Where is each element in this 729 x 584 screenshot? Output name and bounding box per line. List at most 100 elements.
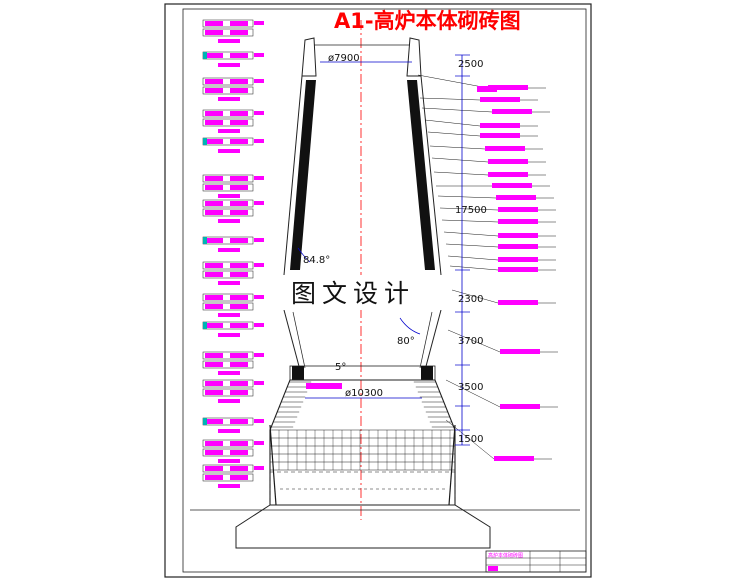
drawing-title: A1-高炉本体砌砖图 [334,9,521,33]
legend-swatch [230,441,248,446]
callout-leader [427,131,481,137]
legend-box [202,379,254,388]
height-label: 3700 [458,336,483,347]
hearth-brickwork [269,381,456,506]
legend-swatch [230,53,248,58]
callout-leader [439,207,499,211]
callout-label-bar [494,456,534,461]
legend-entry [202,137,264,153]
legend-entry [202,321,264,337]
callout [443,231,556,238]
hearth-bottom-layer [269,471,456,506]
legend-swatch [205,295,223,300]
callout-leader [417,74,489,89]
callout [433,171,546,177]
watermark-band [284,275,441,310]
legend-entry [202,51,264,67]
legend-swatch [230,466,248,471]
legend-box [202,270,254,279]
legend-tag [254,353,264,357]
legend-caption-bar [218,97,240,101]
legend-swatch [230,30,248,35]
legend-box [202,19,254,28]
callout-label-bar [488,159,528,164]
tuyere-band [289,365,436,381]
legend-box [202,208,254,217]
callout-leader [437,195,497,199]
watermark-text: 图文设计 [291,279,415,308]
legend-caption-bar [218,333,240,337]
callout-label-bar [480,97,520,102]
foundation [235,504,491,549]
legend-accent [203,138,207,145]
legend-box [202,464,254,473]
legend-caption-bar [218,194,240,198]
legend-box [202,174,254,183]
legend-box [202,388,254,397]
callout-label-bar [498,207,538,212]
legend-box [202,439,254,448]
legend-swatch [230,238,248,243]
bosh-angle-label: 80° [397,336,415,347]
legend-box [202,28,254,37]
bosh-left-inner [292,311,306,369]
callout-leader [431,157,489,163]
title-block-frame [485,550,587,573]
legend-swatch [205,111,223,116]
callout [417,74,546,90]
legend-swatch [205,88,223,93]
callout [447,255,556,262]
legend-box [202,199,254,208]
legend-tag [254,201,264,205]
tuyere-right [421,366,433,380]
legend-entry [202,199,264,223]
legend-swatch [205,79,223,84]
legend-swatch [230,263,248,268]
legend-swatch [205,475,223,480]
callout-leader [429,145,486,150]
legend-box [202,302,254,311]
legend-caption-bar [218,39,240,43]
callout [424,119,538,128]
legend-caption-bar [218,219,240,223]
legend-swatch [230,450,248,455]
legend-entry [202,236,264,252]
tuyere-angle-label: 5° [335,362,346,373]
legend-swatch [230,185,248,190]
legend-swatch [230,201,248,206]
callout [447,329,558,354]
height-label: 3500 [458,382,483,393]
callout [441,219,556,224]
legend-swatch [205,21,223,26]
callout-label-bar [488,172,528,177]
legend-tag [254,111,264,115]
callout-label-bar [498,300,538,305]
legend-accent [203,237,207,244]
callout [436,183,550,188]
callout [445,243,556,249]
callout-leader [419,97,481,101]
callout-label-bar [500,404,540,409]
legend-caption-bar [218,63,240,67]
callout-leaders [417,74,558,461]
legend-caption-bar [218,399,240,403]
legend-swatch [205,139,223,144]
legend-swatch [205,201,223,206]
legend-entry [202,293,264,317]
stack-left-outer [283,75,303,276]
legend-swatch [205,185,223,190]
legend-box [202,183,254,192]
callout-leader [433,171,489,176]
legend-tag [254,295,264,299]
legend-tag [254,176,264,180]
legend-tag [254,466,264,470]
legend-swatch [230,353,248,358]
legend-entry [202,379,264,403]
legend-tag [254,381,264,385]
legend-swatch [230,210,248,215]
furnace-body: ø7900 ø10300 84.8° 80° 5° 2500 17500 230… [190,20,580,549]
legend-swatch [230,304,248,309]
legend-box [202,109,254,118]
callout-leader [445,243,499,248]
inner-border [182,8,587,573]
